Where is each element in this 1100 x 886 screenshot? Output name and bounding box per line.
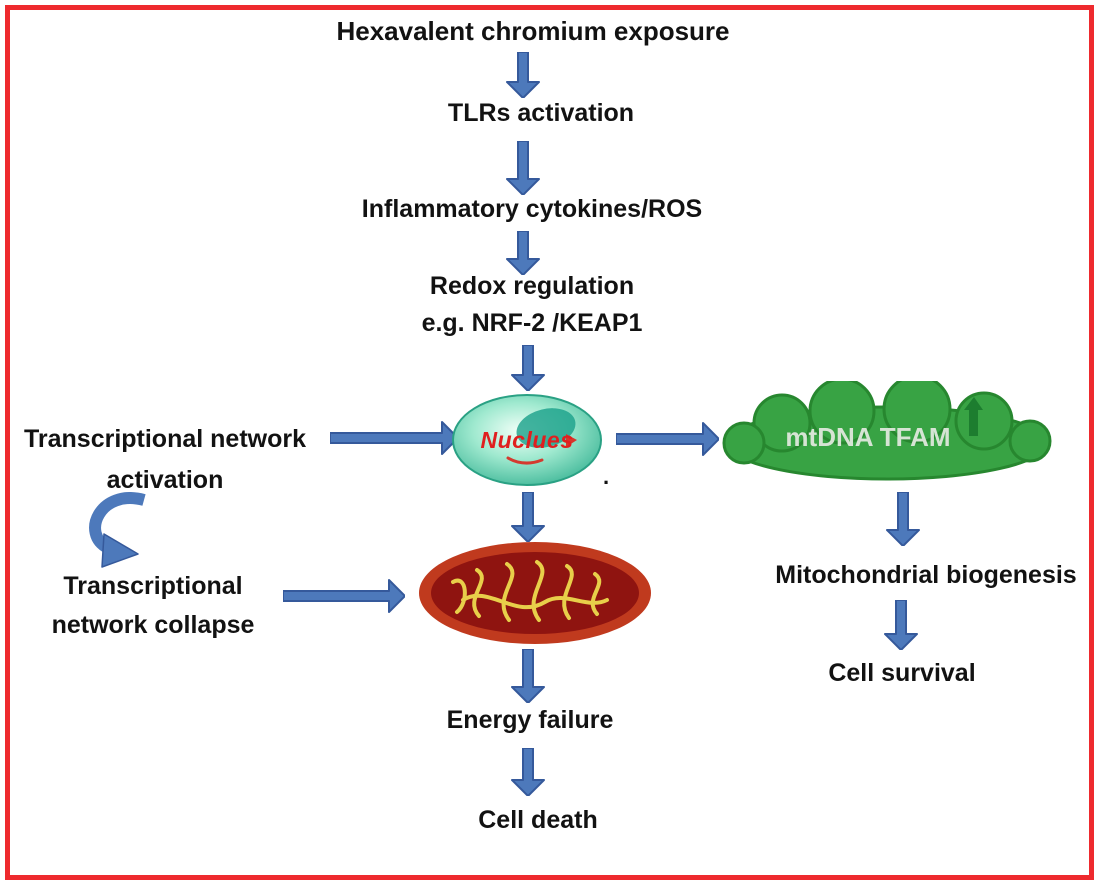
label-transcriptional-network-collapse-line1: Transcriptional: [63, 572, 243, 600]
stray-period: .: [602, 464, 610, 489]
arrow-collapse-to-mitochondria-icon: [283, 579, 405, 613]
label-cell-survival: Cell survival: [828, 659, 976, 687]
arrow-nucleus-to-mitochondria-icon: [511, 492, 545, 542]
label-mitochondrial-biogenesis: Mitochondrial biogenesis: [775, 561, 1077, 589]
label-inflammatory-cytokines-ros: Inflammatory cytokines/ROS: [361, 195, 703, 223]
label-hexavalent-chromium-exposure: Hexavalent chromium exposure: [336, 16, 730, 46]
nucleus-icon: [452, 394, 602, 486]
label-redox-regulation: Redox regulation e.g. NRF-2 /KEAP1: [422, 268, 643, 342]
nucleus-label: Nuclues: [480, 427, 574, 453]
arrow-tlrs-to-cytokines-icon: [506, 141, 540, 195]
label-transcriptional-network-collapse-line2: network collapse: [51, 611, 255, 639]
mitochondria-icon: [419, 542, 651, 644]
arrow-exposure-to-tlrs-icon: [506, 52, 540, 98]
label-redox-regulation-line2: e.g. NRF-2 /KEAP1: [421, 309, 643, 337]
label-transcriptional-network-collapse: Transcriptional network collapse: [52, 567, 255, 645]
arrow-cloud-to-biogenesis-icon: [886, 492, 920, 546]
arrow-activation-to-nucleus-icon: [330, 421, 458, 455]
label-transcriptional-network-activation-line2: activation: [106, 466, 224, 494]
label-cell-death: Cell death: [478, 806, 598, 834]
arrow-nucleus-to-cloud-icon: [616, 422, 719, 456]
up-arrow-icon: [964, 397, 983, 436]
label-redox-regulation-line1: Redox regulation: [429, 272, 635, 300]
mtdna-tfam-cloud-icon: [722, 381, 1052, 481]
arrow-redox-to-nucleus-icon: [511, 345, 545, 391]
arrow-biogenesis-to-survival-icon: [884, 600, 918, 650]
cloud-label-mtdna-tfam: mtDNA TFAM: [785, 422, 951, 452]
arrow-mitochondria-to-energy-failure-icon: [511, 649, 545, 703]
arrow-energy-failure-to-cell-death-icon: [511, 748, 545, 796]
label-transcriptional-network-activation: Transcriptional network activation: [24, 419, 306, 501]
label-transcriptional-network-activation-line1: Transcriptional network: [23, 425, 307, 453]
arrow-cytokines-to-redox-icon: [506, 231, 540, 275]
curved-arrow-activation-to-collapse-icon: [89, 492, 146, 568]
label-energy-failure: Energy failure: [446, 706, 614, 734]
label-tlrs-activation: TLRs activation: [447, 99, 635, 127]
